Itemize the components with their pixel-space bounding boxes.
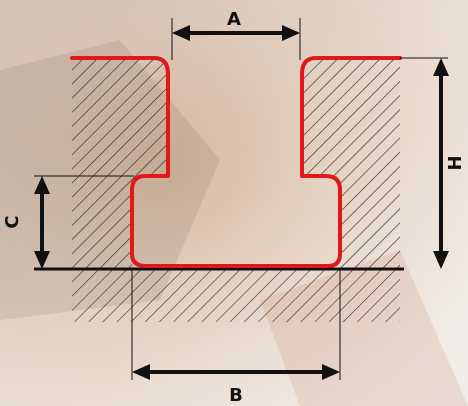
dimension-b-label: B xyxy=(229,385,243,406)
hatched-material-bottom xyxy=(72,269,400,322)
dimension-a: A xyxy=(172,9,300,41)
dimension-c: C xyxy=(2,176,50,269)
dimension-a-label: A xyxy=(227,9,241,30)
dimension-h: H xyxy=(433,58,466,269)
hatched-material-left xyxy=(72,58,168,269)
dimension-c-label: C xyxy=(2,215,23,228)
dimension-h-label: H xyxy=(445,155,466,170)
t-slot-profile xyxy=(70,56,402,268)
hatched-material-right xyxy=(302,58,400,269)
dimension-b: B xyxy=(132,364,340,406)
